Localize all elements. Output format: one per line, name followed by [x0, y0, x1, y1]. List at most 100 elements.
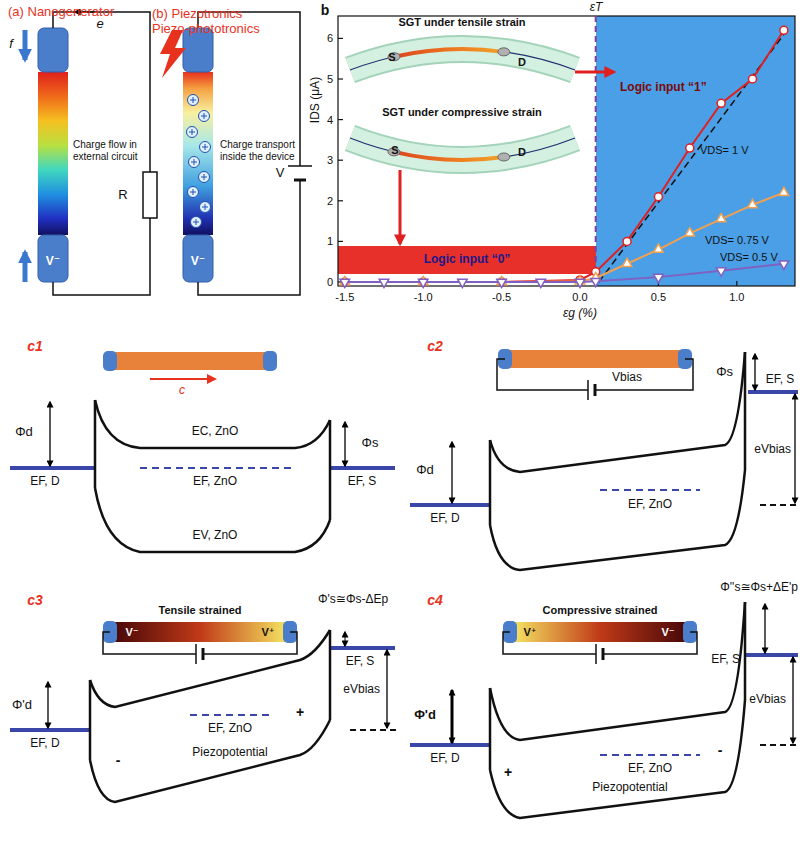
data-point	[497, 279, 507, 287]
data-point	[716, 268, 726, 276]
data-point	[622, 258, 632, 266]
dimension-arrow	[451, 690, 454, 743]
label-text: Compressive strained	[543, 604, 658, 617]
label-text: Φ''s≅Φs+ΔE'p	[720, 581, 798, 595]
label-text: 1.0	[729, 291, 744, 304]
label-text: -0.5	[492, 291, 511, 304]
label-text: c	[179, 384, 185, 398]
label-text: V⁻	[125, 626, 138, 639]
nanowire-segment	[350, 49, 575, 70]
label-text: S	[388, 51, 395, 64]
charge-symbol	[200, 202, 211, 213]
flexible-substrate	[350, 138, 575, 160]
data-point	[340, 279, 350, 287]
data-curve	[345, 264, 784, 282]
label-text: +	[504, 764, 512, 780]
valence-band	[90, 720, 330, 802]
label-text: 0	[327, 276, 333, 289]
node-text: Logic input “1”	[620, 80, 795, 94]
dimension-arrow	[794, 394, 795, 503]
charge-symbol	[188, 187, 199, 198]
charge-symbol	[200, 142, 211, 153]
label-text: Φd	[15, 425, 33, 440]
data-point	[779, 261, 789, 269]
label-text: D	[518, 56, 526, 69]
conduction-band	[490, 352, 745, 472]
valence-band	[95, 488, 330, 552]
electrode-cap	[263, 351, 277, 371]
label-text: EF, S	[346, 655, 375, 669]
label-text: +	[296, 704, 304, 720]
label-text: Φ'd	[414, 708, 436, 723]
label-text: Φ'd	[12, 698, 32, 713]
battery-plate	[595, 644, 597, 664]
charge-sign	[191, 159, 197, 165]
label-text: Charge flow in external circuit	[73, 139, 145, 162]
label-text: 3	[327, 154, 333, 167]
valence-band	[490, 470, 745, 570]
label-text: EF, D	[430, 512, 459, 526]
label-text: -	[718, 742, 723, 758]
battery-plate	[202, 648, 205, 660]
band-edge	[90, 630, 330, 760]
battery-plate	[587, 380, 589, 400]
charge-sign	[190, 97, 196, 103]
label-text: -1.0	[414, 291, 433, 304]
electrode	[498, 48, 510, 56]
label-text: VDS= 0.5 V	[720, 251, 778, 264]
label-text: -1.5	[335, 291, 354, 304]
label-text: EF, D	[30, 475, 59, 489]
label-text: eVbias	[343, 683, 380, 697]
charge-symbol	[187, 127, 198, 138]
conduction-band	[90, 630, 330, 707]
data-point	[623, 237, 631, 245]
dimension-arrow	[49, 402, 50, 466]
electrode-cap	[183, 235, 213, 282]
fermi-level	[10, 648, 395, 730]
force-arrow	[23, 252, 28, 282]
band-edge	[95, 400, 330, 520]
charge-symbol	[199, 111, 210, 122]
data-point	[748, 199, 758, 207]
label-text: V⁻	[46, 255, 60, 269]
valence-band	[490, 700, 745, 818]
nanowire	[350, 49, 575, 70]
charge-sign	[189, 129, 195, 135]
data-point	[686, 144, 694, 152]
dimension-arrow	[754, 354, 755, 390]
battery-plate	[594, 384, 597, 396]
fermi-level-zno	[140, 467, 295, 469]
data-point	[379, 279, 389, 287]
charge-sign	[201, 113, 207, 119]
label-text: EV, ZnO	[193, 529, 238, 543]
logic-low-band: Logic input “0”	[338, 246, 596, 274]
label-text: 0.0	[572, 291, 587, 304]
dimension-arrow	[792, 657, 793, 743]
data-point	[716, 214, 726, 222]
dimension-arrow	[386, 650, 387, 728]
state-arrow	[399, 170, 402, 244]
node-text: Logic input “0”	[338, 252, 596, 266]
dimension-arrow	[344, 422, 345, 466]
label-text: R	[118, 188, 127, 203]
label-text: V⁺	[523, 626, 536, 639]
label-text: V⁺	[261, 626, 274, 639]
label-text: 1	[327, 235, 333, 248]
charge-sign	[201, 174, 207, 180]
reference-level	[760, 744, 798, 746]
data-point	[458, 279, 468, 287]
electrode	[498, 153, 510, 161]
label-text: Φd	[416, 463, 434, 478]
data-point	[779, 187, 789, 195]
label-text: EF, S	[766, 373, 795, 387]
label-text: S	[391, 144, 398, 157]
data-curve	[345, 30, 784, 282]
label-text: V	[276, 166, 285, 181]
label-text: 4	[327, 113, 333, 126]
label-text: εg (%)	[563, 307, 597, 321]
fermi-level	[10, 466, 395, 470]
label-text: Φs	[716, 365, 733, 380]
substrate-outline	[350, 49, 575, 70]
charge-sign	[202, 144, 208, 150]
